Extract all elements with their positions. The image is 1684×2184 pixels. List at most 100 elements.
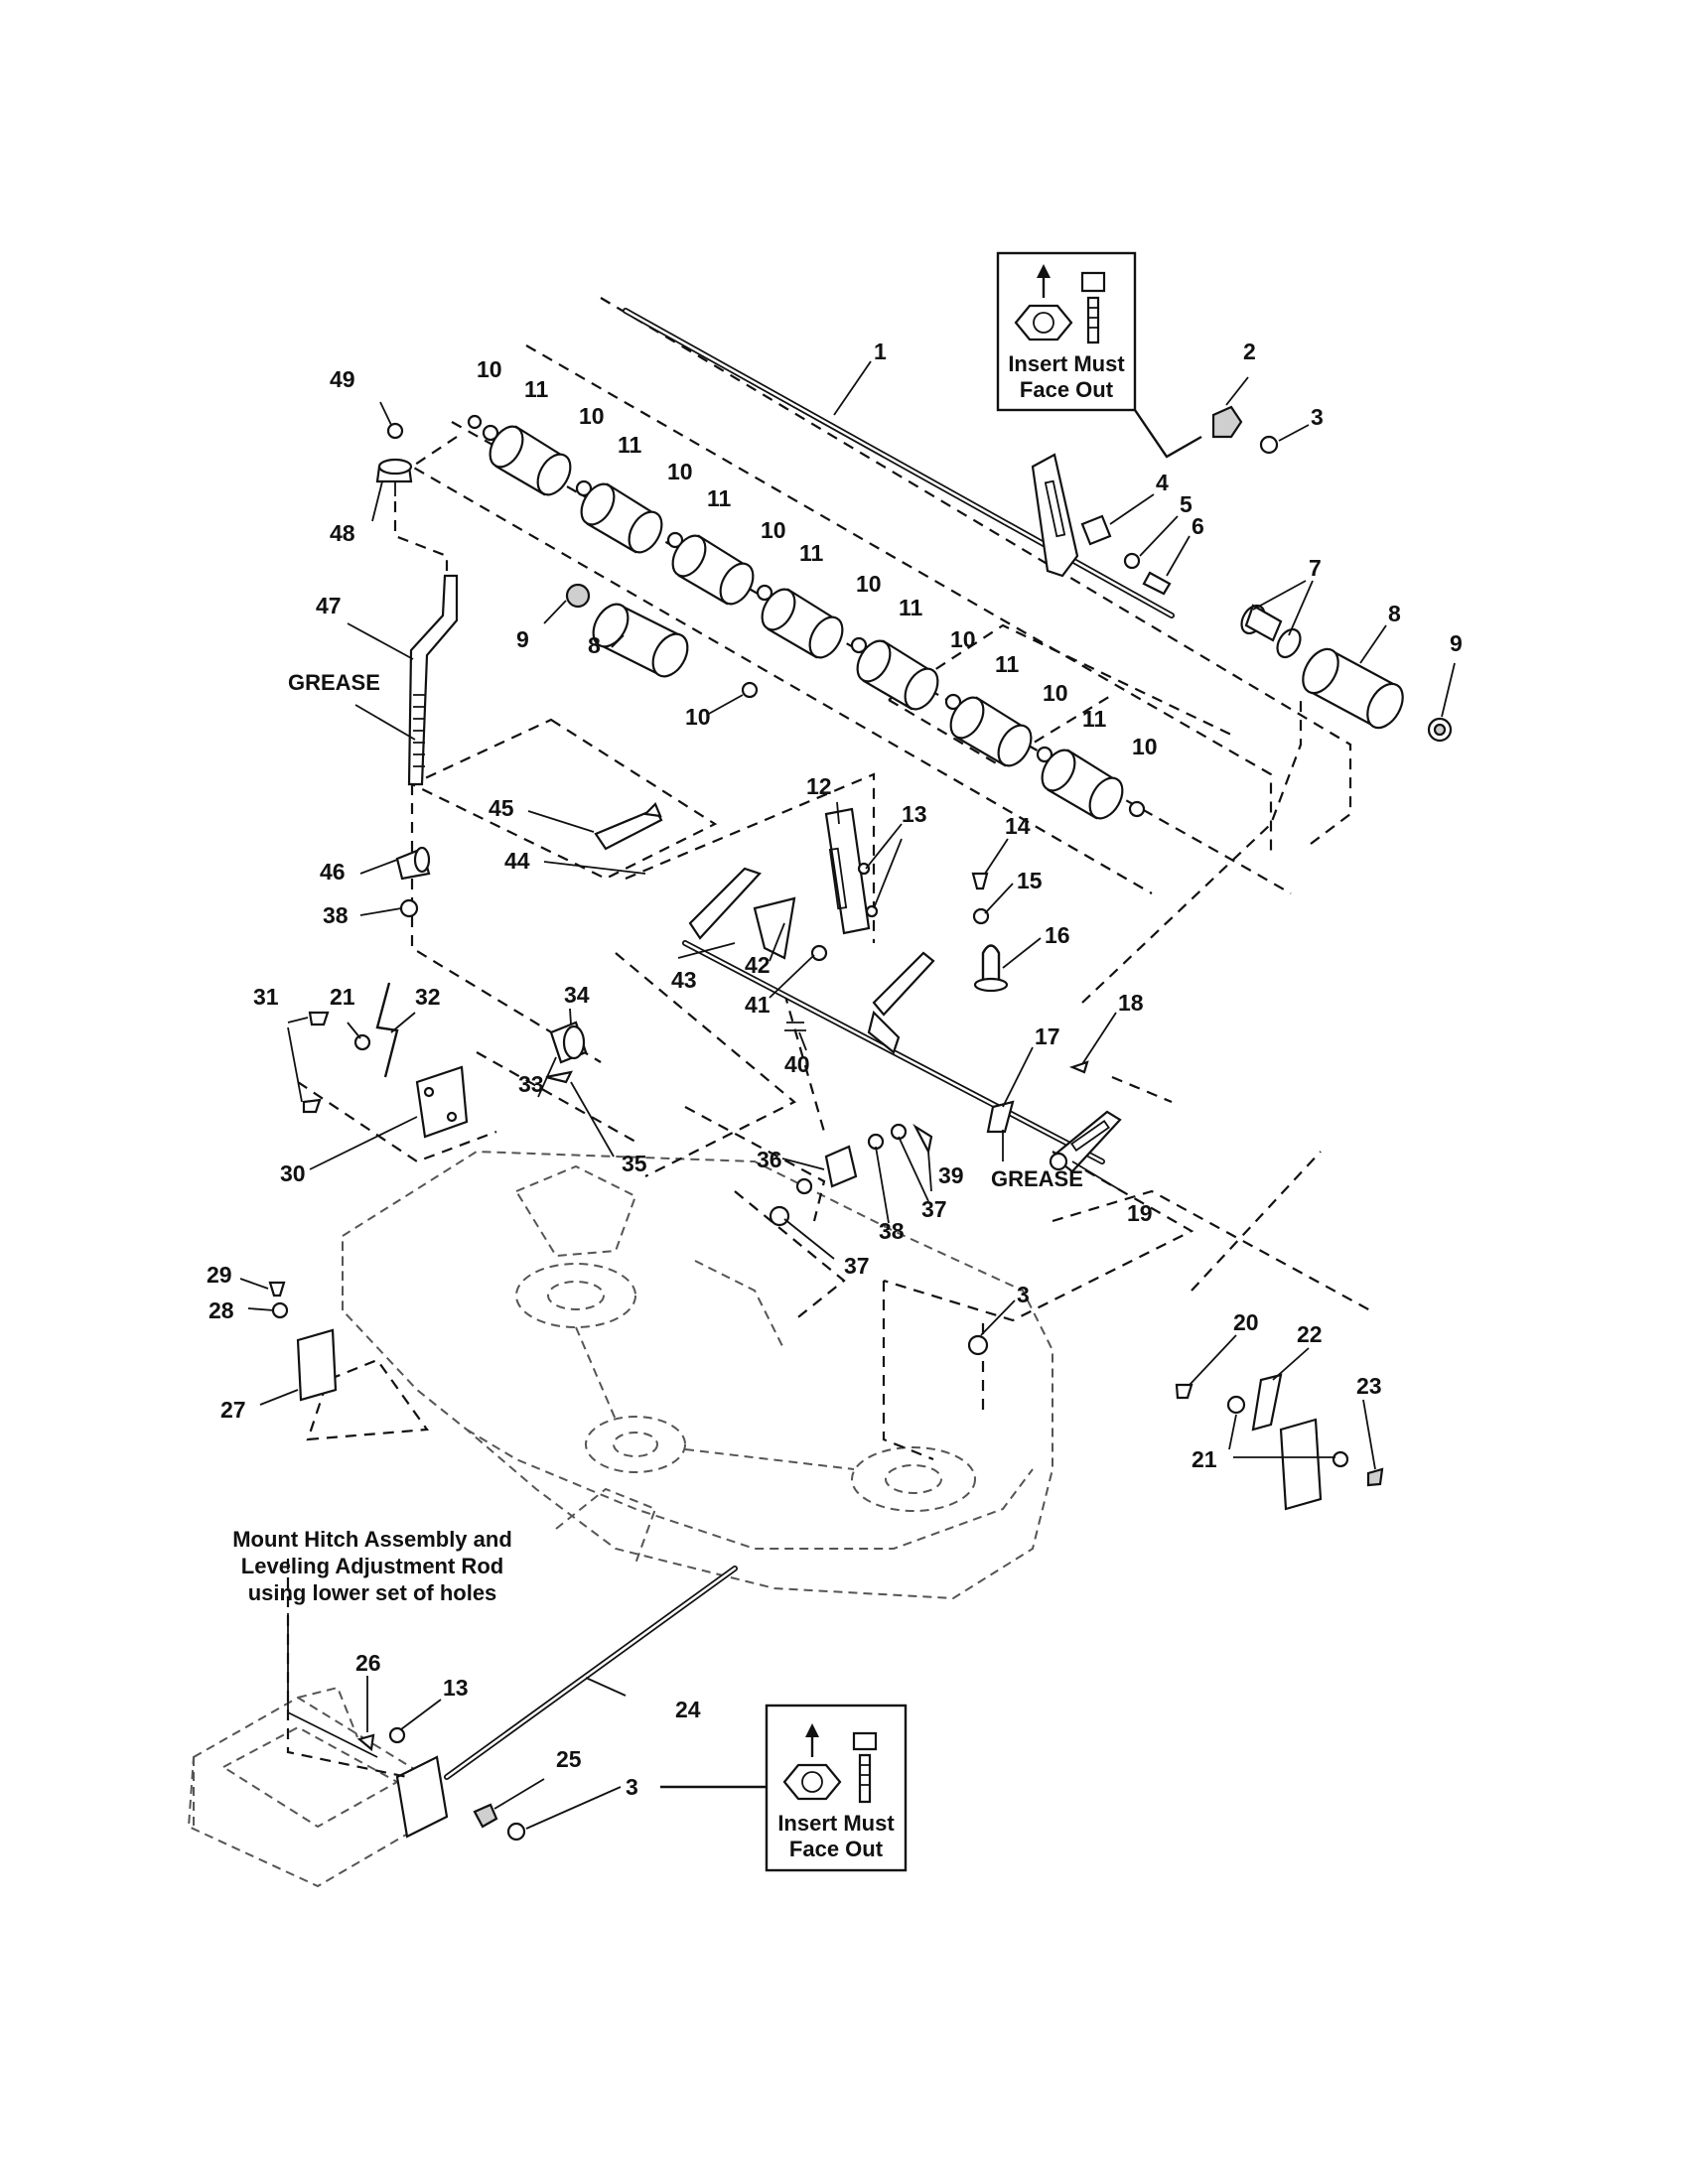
- label-25: 25: [556, 1746, 582, 1772]
- pivot-bracket-group: [769, 1123, 989, 1356]
- label-45: 45: [489, 795, 514, 821]
- label-23: 23: [1356, 1373, 1382, 1399]
- label-44: 44: [504, 848, 530, 874]
- label-9-left: 9: [516, 626, 529, 652]
- label-31: 31: [253, 984, 279, 1010]
- label-43: 43: [671, 967, 697, 993]
- label-3: 3: [1311, 404, 1324, 430]
- label-3-bottom: 3: [626, 1774, 638, 1800]
- label-15: 15: [1017, 868, 1043, 893]
- top-arm-bracket: [1031, 453, 1172, 596]
- part-labels: 1 2 3 4 5 6 7 8 9 10 10 10 10 10 10 10 1…: [207, 339, 1463, 1800]
- label-3-mid: 3: [1017, 1282, 1030, 1307]
- label-16: 16: [1045, 922, 1070, 948]
- label-38-a: 38: [879, 1218, 905, 1244]
- label-21-left: 21: [330, 984, 355, 1010]
- mower-deck: [342, 1150, 1053, 1600]
- label-46: 46: [320, 859, 346, 885]
- lift-linkage: [594, 802, 1122, 1173]
- label-37-a: 37: [921, 1196, 947, 1222]
- label-10-d: 10: [761, 517, 786, 543]
- label-26: 26: [355, 1650, 381, 1676]
- text-callouts: GREASE GREASE Mount Hitch Assembly and L…: [232, 670, 1083, 1605]
- left-bracket-group: [302, 846, 588, 1139]
- insert-top-line2: Face Out: [1020, 377, 1114, 402]
- label-19: 19: [1127, 1200, 1153, 1226]
- label-28: 28: [209, 1297, 234, 1323]
- label-30: 30: [280, 1160, 306, 1186]
- label-10-g: 10: [1043, 680, 1068, 706]
- bolt-icon: [1080, 271, 1106, 344]
- main-shaft: [623, 308, 1175, 618]
- label-10-a: 10: [477, 356, 502, 382]
- right-link-set: [1175, 1373, 1384, 1511]
- end-roller-left: [565, 583, 759, 699]
- label-11-f: 11: [995, 651, 1020, 677]
- label-34: 34: [564, 982, 590, 1008]
- label-10-b: 10: [579, 403, 605, 429]
- label-17: 17: [1035, 1024, 1060, 1049]
- label-29: 29: [207, 1262, 232, 1288]
- end-roller-right: [1240, 604, 1453, 743]
- insert-bottom-line1: Insert Must: [777, 1811, 895, 1836]
- hitch-note-line2: Leveling Adjustment Rod: [241, 1554, 503, 1578]
- label-47: 47: [316, 593, 342, 618]
- grease-label-handle: GREASE: [288, 670, 380, 695]
- label-20: 20: [1233, 1309, 1259, 1335]
- insert-top-line1: Insert Must: [1008, 351, 1125, 376]
- insert-note-bottom: Insert Must Face Out: [765, 1704, 908, 1872]
- height-adjust-handle: [375, 422, 459, 786]
- label-48: 48: [330, 520, 355, 546]
- label-13-bottom: 13: [443, 1675, 469, 1701]
- label-1: 1: [874, 339, 887, 364]
- label-10-f: 10: [950, 626, 976, 652]
- label-9-right: 9: [1450, 630, 1463, 656]
- label-39: 39: [938, 1162, 964, 1188]
- label-22: 22: [1297, 1321, 1323, 1347]
- label-49: 49: [330, 366, 355, 392]
- label-27: 27: [220, 1397, 246, 1423]
- label-42: 42: [745, 952, 771, 978]
- label-11-g: 11: [1082, 706, 1107, 732]
- label-11-b: 11: [618, 432, 642, 458]
- label-10-c: 10: [667, 459, 693, 484]
- label-38-b: 38: [323, 902, 349, 928]
- label-40: 40: [784, 1051, 810, 1077]
- top-locknut: [1211, 405, 1279, 455]
- label-13-top: 13: [902, 801, 927, 827]
- label-35: 35: [622, 1151, 647, 1176]
- label-10-e: 10: [856, 571, 882, 597]
- roller-row: [467, 414, 1146, 820]
- label-21-right: 21: [1192, 1446, 1217, 1472]
- label-36: 36: [757, 1147, 782, 1172]
- label-18: 18: [1118, 990, 1144, 1016]
- label-11-a: 11: [524, 376, 549, 402]
- hitch-note-line1: Mount Hitch Assembly and: [232, 1527, 512, 1552]
- label-32: 32: [415, 984, 441, 1010]
- locknut-icon: [782, 1723, 842, 1801]
- leader-lines: [239, 360, 1456, 1830]
- label-2: 2: [1243, 339, 1256, 364]
- label-14: 14: [1005, 813, 1031, 839]
- locknut-icon: [1014, 264, 1073, 341]
- label-24: 24: [675, 1697, 701, 1722]
- deck-bracket: [268, 1281, 338, 1402]
- bolt-icon: [852, 1731, 878, 1804]
- label-10-i: 10: [685, 704, 711, 730]
- insert-bottom-line2: Face Out: [789, 1837, 884, 1861]
- label-33: 33: [518, 1071, 544, 1097]
- label-8-right: 8: [1388, 601, 1401, 626]
- label-11-c: 11: [707, 485, 732, 511]
- hitch-note-line3: using lower set of holes: [248, 1580, 497, 1605]
- label-37-b: 37: [844, 1253, 870, 1279]
- label-10-h: 10: [1132, 734, 1158, 759]
- label-7: 7: [1309, 555, 1322, 581]
- label-41: 41: [745, 992, 771, 1018]
- label-5: 5: [1180, 491, 1193, 517]
- grease-label-shaft: GREASE: [991, 1166, 1083, 1191]
- label-11-d: 11: [799, 540, 824, 566]
- label-11-e: 11: [899, 595, 923, 620]
- label-4: 4: [1156, 470, 1169, 495]
- u-bolt-set: [971, 872, 1089, 1074]
